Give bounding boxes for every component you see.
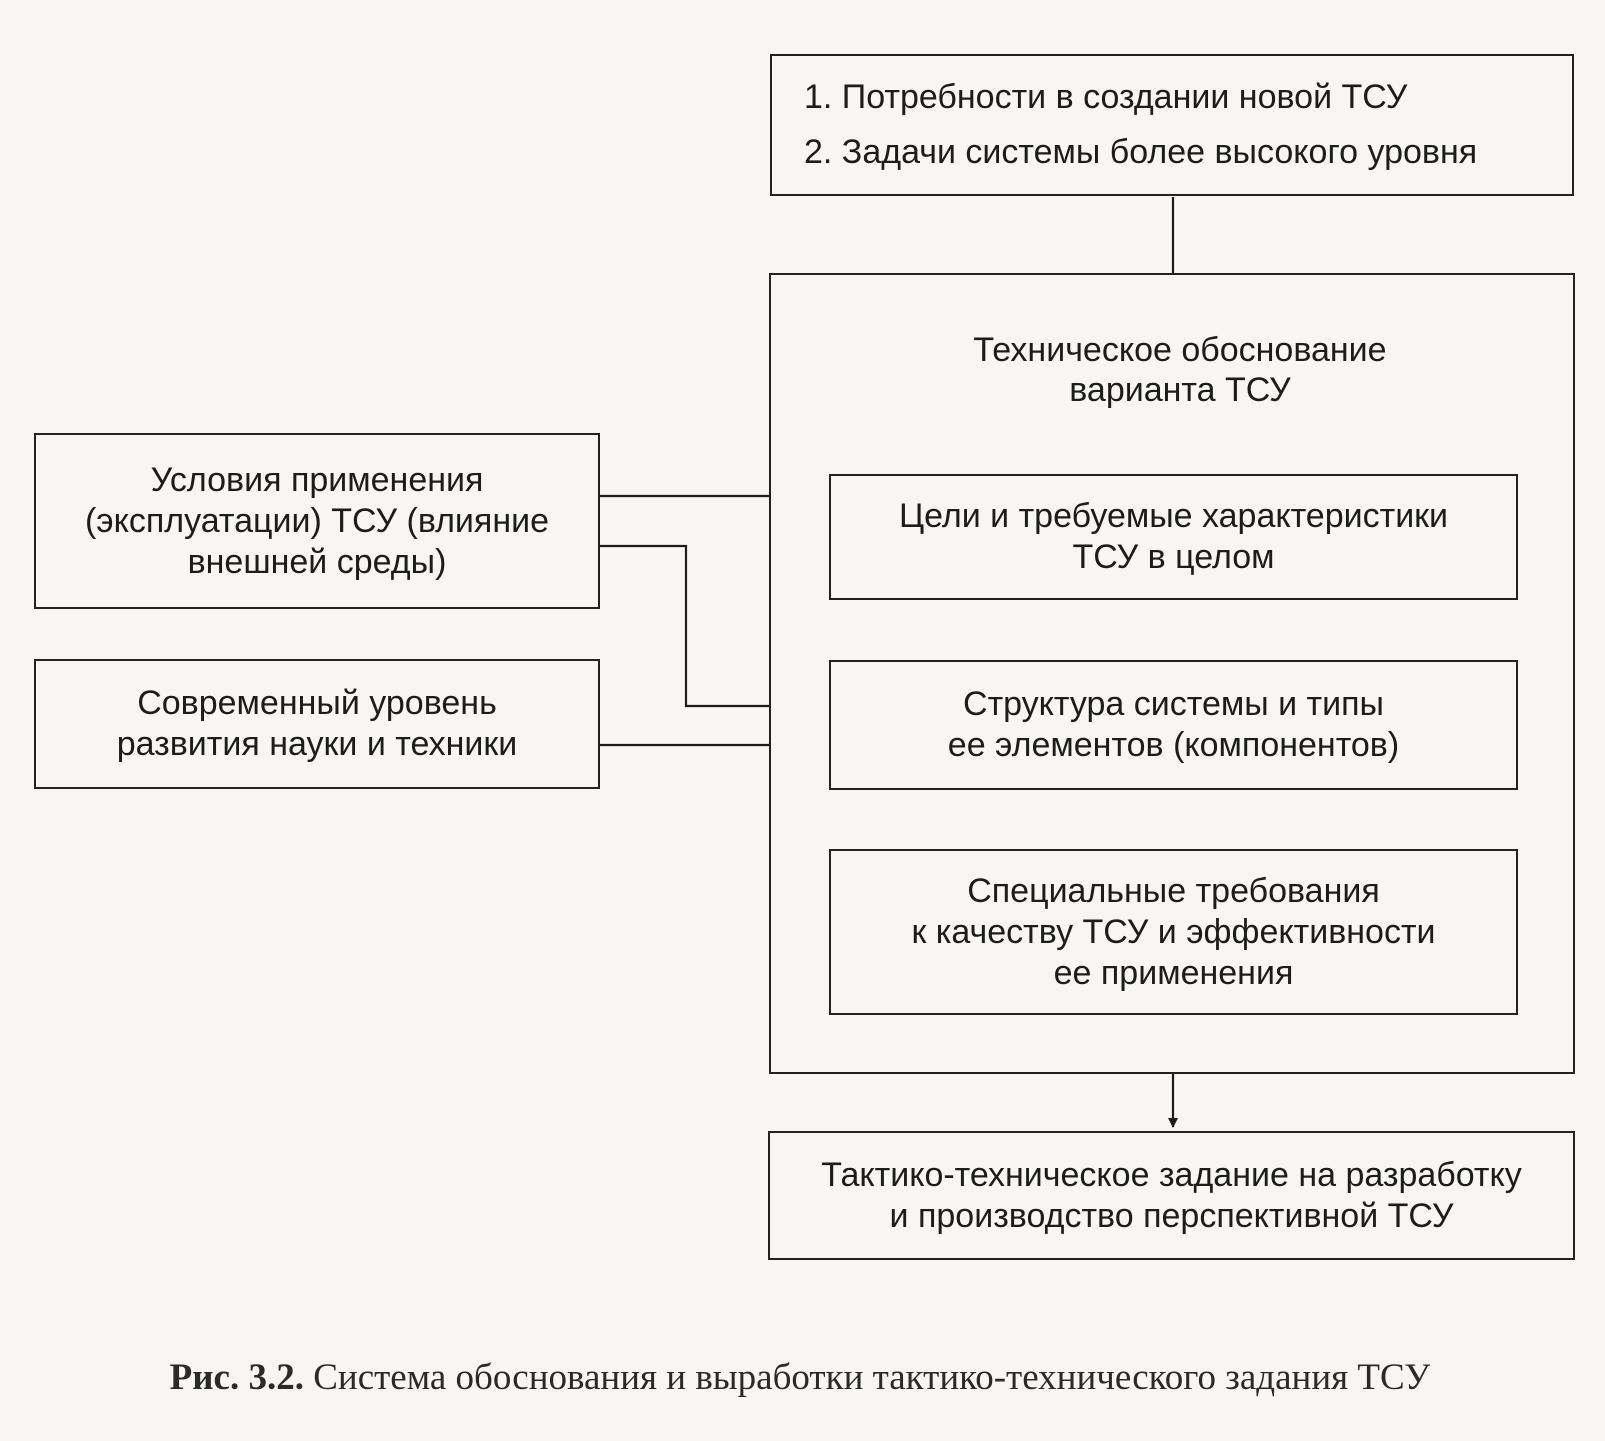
arrow-conditions-to-structure <box>600 544 826 711</box>
conditions-line-1: Условия применения <box>150 460 484 499</box>
science-level-box: Современный уровень развития науки и тех… <box>34 659 600 789</box>
higher-level-tasks-text: 2. Задачи системы более высокого уровня <box>804 133 1478 171</box>
technical-assignment-box: Тактико-техническое задание на разработк… <box>768 1131 1575 1260</box>
result-line-1: Тактико-техническое задание на разработк… <box>821 1155 1522 1194</box>
special-line-2: к качеству ТСУ и эффективности <box>911 912 1436 951</box>
figure-caption: Рис. 3.2. Система обоснования и выработк… <box>0 1356 1600 1399</box>
special-requirements-box: Специальные требования к качеству ТСУ и … <box>829 849 1518 1015</box>
structure-box: Структура системы и типы ее элементов (к… <box>829 660 1518 790</box>
technical-justification-line-1: Техническое обоснование <box>973 331 1387 369</box>
goals-box: Цели и требуемые характеристики ТСУ в це… <box>829 474 1518 600</box>
figure-caption-text: Система обоснования и выработки тактико-… <box>313 1357 1431 1398</box>
conditions-line-2: (эксплуатации) ТСУ (влияние <box>84 501 550 540</box>
goals-line-2: ТСУ в целом <box>1072 538 1275 576</box>
conditions-line-3: внешней среды) <box>187 542 447 581</box>
technical-justification-label: Техническое обоснование варианта ТСУ <box>890 330 1470 410</box>
science-line-1: Современный уровень <box>137 684 497 722</box>
figure-caption-label: Рис. 3.2. <box>169 1357 304 1398</box>
science-line-2: развития науки и техники <box>116 725 518 763</box>
special-line-1: Специальные требования <box>967 871 1380 910</box>
special-line-3: ее применения <box>1053 953 1294 992</box>
structure-line-1: Структура системы и типы <box>963 685 1384 723</box>
needs-text: 1. Потребности в создании новой ТСУ <box>804 78 1408 116</box>
needs-and-tasks-box: 1. Потребности в создании новой ТСУ 2. З… <box>770 54 1574 196</box>
goals-line-1: Цели и требуемые характеристики <box>898 497 1449 535</box>
operating-conditions-box: Условия применения (эксплуатации) ТСУ (в… <box>34 433 600 609</box>
result-line-2: и производство перспективной ТСУ <box>889 1196 1454 1235</box>
structure-line-2: ее элементов (компонентов) <box>947 726 1400 764</box>
technical-justification-line-2: варианта ТСУ <box>1069 371 1291 409</box>
